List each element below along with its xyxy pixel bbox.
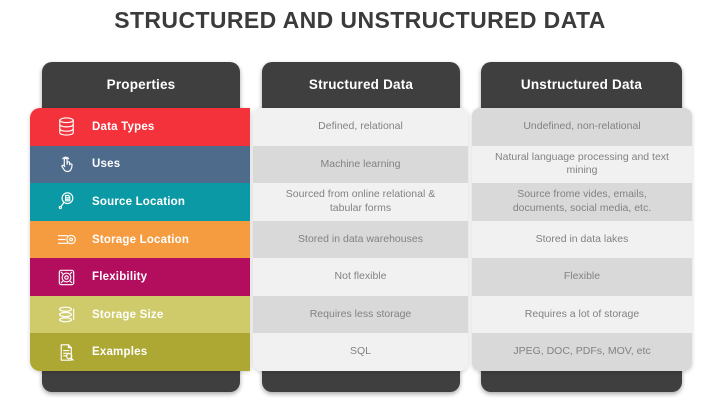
structured-cell-storage-location: Stored in data warehouses [253,220,468,259]
page-title: STRUCTURED AND UNSTRUCTURED DATA [114,7,606,33]
property-label: Storage Location [92,233,190,246]
property-label: Examples [92,346,148,359]
unstructured-cell-uses: Natural language processing and text min… [472,145,692,184]
storage-stack-icon [54,303,78,327]
property-row-examples: Examples [30,333,250,371]
property-label: Source Location [92,195,186,208]
magnifier-document-icon [54,190,78,214]
properties-body: Data Types Uses Source Location [30,108,250,371]
structured-column-header: Structured Data [308,77,414,92]
property-label: Uses [92,158,121,171]
unstructured-cell-examples: JPEG, DOC, PDFs, MOV, etc [472,333,692,371]
unstructured-cell-source-location: Source frome vides, emails, documents, s… [472,183,692,221]
click-hand-icon [54,152,78,176]
structured-body: Defined, relational Machine learning Sou… [253,108,468,371]
structured-cell-uses: Machine learning [253,145,468,184]
unstructured-cell-storage-size: Requires a lot of storage [472,295,692,334]
structured-cell-flexibility: Not flexible [253,258,468,296]
property-row-data-types: Data Types [30,108,250,146]
structured-cell-storage-size: Requires less storage [253,295,468,334]
server-pin-icon [54,228,78,252]
property-row-storage-location: Storage Location [30,220,250,259]
document-search-icon [54,340,78,364]
unstructured-cell-data-types: Undefined, non-relational [472,108,692,146]
unstructured-body: Undefined, non-relational Natural langua… [472,108,692,371]
property-row-flexibility: Flexibility [30,258,250,296]
unstructured-cell-storage-location: Stored in data lakes [472,220,692,259]
structured-cell-source-location: Sourced from online relational & tabular… [253,183,468,221]
properties-column-header: Properties [106,77,176,92]
structured-cell-examples: SQL [253,333,468,371]
property-row-source-location: Source Location [30,183,250,221]
database-icon [54,115,78,139]
structured-cell-data-types: Defined, relational [253,108,468,146]
unstructured-column-header: Unstructured Data [520,77,643,92]
flexibility-icon [54,265,78,289]
property-label: Flexibility [92,271,148,284]
unstructured-cell-flexibility: Flexible [472,258,692,296]
property-row-storage-size: Storage Size [30,295,250,334]
property-label: Data Types [92,120,155,133]
property-label: Storage Size [92,308,164,321]
property-row-uses: Uses [30,145,250,184]
